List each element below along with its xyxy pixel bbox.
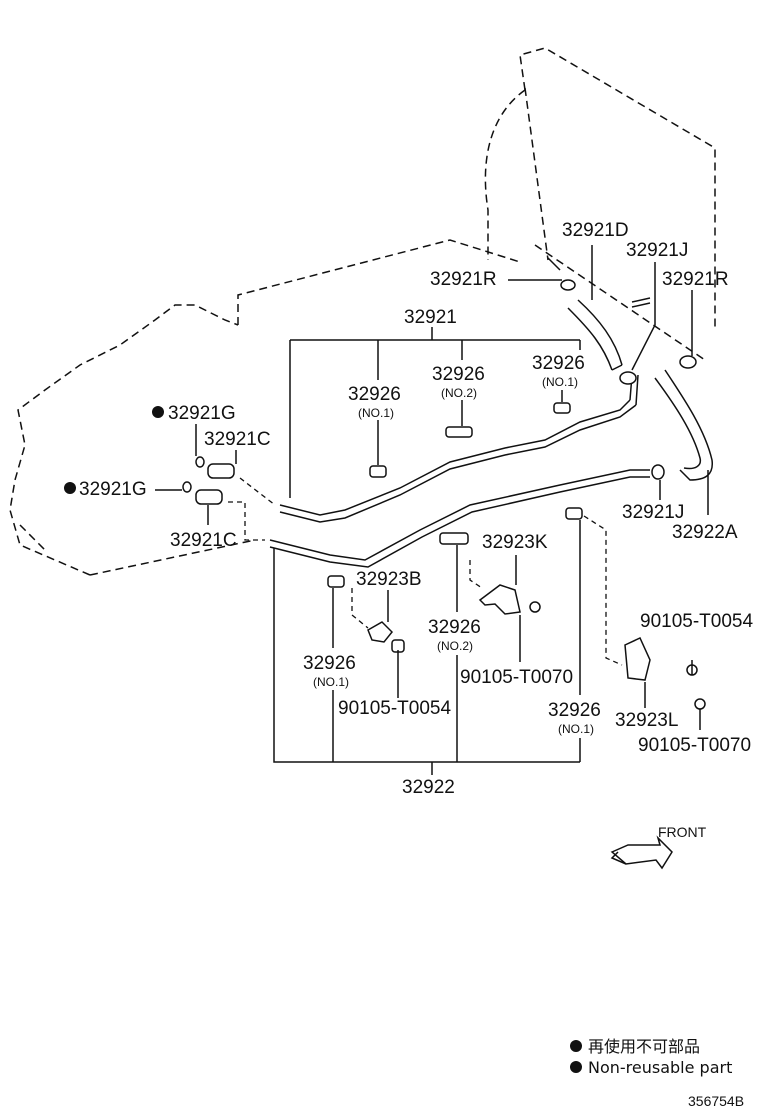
label-90105-T0054-right: 90105-T0054 — [640, 611, 753, 632]
label-32921G-bottom: 32921G — [79, 479, 147, 500]
grommet-32926-d — [439, 532, 469, 545]
label-32926-d-sub: (NO.2) — [437, 639, 473, 653]
label-32923L: 32923L — [615, 710, 678, 731]
dash-32923B — [351, 588, 369, 629]
label-front: FRONT — [658, 824, 707, 840]
label-32922A: 32922A — [672, 522, 738, 543]
label-32923B: 32923B — [356, 569, 422, 590]
engine-outline — [484, 47, 716, 361]
label-32926-e: 32926 — [303, 653, 356, 674]
connect-dash-top — [239, 477, 276, 506]
union-32921C-top — [195, 456, 235, 479]
bracket-32923B — [367, 621, 405, 653]
label-32921D: 32921D — [562, 220, 629, 241]
pin-part — [631, 297, 651, 308]
figure-id: 356754B — [688, 1093, 744, 1109]
label-32926-f-sub: (NO.1) — [558, 722, 594, 736]
legend-japanese: 再使用不可部品 — [588, 1037, 700, 1056]
bracket-32923K — [478, 584, 541, 615]
label-32926-a-sub: (NO.1) — [358, 406, 394, 420]
label-32921R-left: 32921R — [430, 269, 497, 290]
label-90105-T0070-right: 90105-T0070 — [638, 735, 751, 756]
union-32921C-bottom — [182, 481, 223, 505]
label-32923K: 32923K — [482, 532, 548, 553]
label-32926-a: 32926 — [348, 384, 401, 405]
label-32921C-bottom: 32921C — [170, 530, 237, 551]
label-32921R-right: 32921R — [662, 269, 729, 290]
pipe-32922 — [269, 469, 650, 568]
dash-32923K — [469, 560, 483, 589]
group-bracket-32921 — [289, 327, 581, 498]
label-32921C-top: 32921C — [204, 429, 271, 450]
grommet-32926-c — [553, 402, 571, 414]
bracket-32923L — [624, 637, 706, 710]
clamp-32921R-right — [679, 355, 697, 369]
label-32926-e-sub: (NO.1) — [313, 675, 349, 689]
nonreusable-dot-bottom — [64, 482, 76, 494]
clamp-32921R-left — [547, 257, 576, 291]
label-32921J-bottom: 32921J — [622, 502, 684, 523]
nonreusable-dot-top — [152, 406, 164, 418]
hose-32921D — [567, 299, 623, 371]
grommet-32926-e — [327, 575, 345, 588]
legend-english: Non-reusable part — [588, 1058, 732, 1077]
dash-32923L — [583, 515, 623, 666]
grommet-32926-a — [369, 465, 387, 478]
label-32926-f: 32926 — [548, 700, 601, 721]
grommet-32926-b — [445, 426, 473, 438]
label-32921G-top: 32921G — [168, 403, 236, 424]
label-32926-b-sub: (NO.2) — [441, 386, 477, 400]
front-arrow-icon — [610, 835, 673, 870]
grommet-32926-f — [565, 507, 583, 520]
clamp-32921J-bottom — [651, 464, 665, 480]
legend-dot-1 — [570, 1040, 582, 1052]
connect-dash-bottom — [228, 501, 265, 541]
pipe-32921 — [279, 374, 639, 523]
label-32921: 32921 — [404, 307, 457, 328]
transmission-outline — [9, 239, 521, 576]
label-32921J-top: 32921J — [626, 240, 688, 261]
label-90105-T0070-mid: 90105-T0070 — [460, 667, 573, 688]
label-32922: 32922 — [402, 777, 455, 798]
label-90105-T0054-left: 90105-T0054 — [338, 698, 451, 719]
label-32926-d: 32926 — [428, 617, 481, 638]
clamp-32921J-top — [619, 371, 637, 385]
hose-32922A — [654, 369, 713, 481]
leader-lines — [155, 245, 709, 730]
group-bracket-32922 — [273, 520, 581, 775]
label-32926-b: 32926 — [432, 364, 485, 385]
label-32926-c-sub: (NO.1) — [542, 375, 578, 389]
legend-dot-2 — [570, 1061, 582, 1073]
label-32926-c: 32926 — [532, 353, 585, 374]
